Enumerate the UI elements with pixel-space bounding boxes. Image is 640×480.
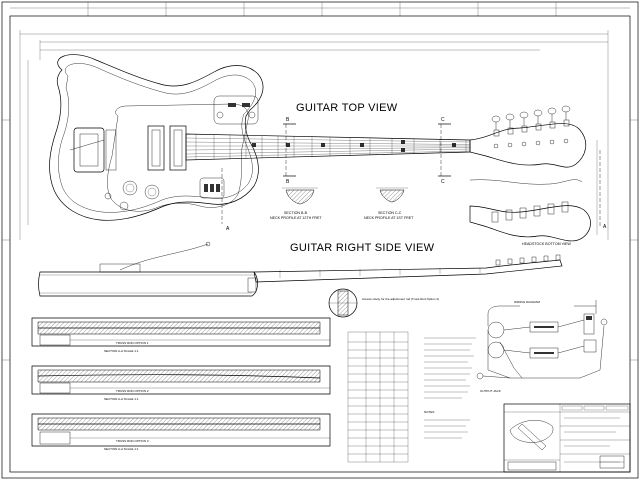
notes-label: NOTES bbox=[424, 410, 434, 414]
bridge-pickup bbox=[147, 125, 165, 171]
section-c-title: SECTION C-C bbox=[378, 211, 402, 215]
truss-option-3-label: TRUSS ROD OPTION 3 bbox=[116, 439, 149, 443]
wiring-title: WIRING DIAGRAM bbox=[514, 300, 541, 304]
marker-a-right: A bbox=[603, 224, 607, 230]
lower-switch-plate bbox=[199, 177, 225, 199]
access-cavity-detail: Access cavity for the adjustment rod (Tr… bbox=[328, 288, 439, 318]
wiring-diagram: WIRING DIAGRAM OUTPUT JACK bbox=[476, 300, 608, 393]
top-view-title: GUITAR TOP VIEW bbox=[296, 102, 398, 114]
section-b-subtitle: NECK PROFILE AT 12TH FRET bbox=[270, 216, 322, 220]
wiring-pot-2 bbox=[487, 341, 505, 359]
section-a-label-3: SECTION A-A SCALE 1:1 bbox=[104, 447, 139, 451]
wiring-switch bbox=[583, 313, 595, 335]
guitar-side-view bbox=[38, 241, 563, 297]
output-jack-label: OUTPUT JACK bbox=[480, 389, 501, 393]
marker-c-top: C bbox=[441, 117, 445, 123]
truss-rod-sections: TRUSS ROD OPTION 1 SECTION A-A SCALE 1:1… bbox=[31, 317, 331, 451]
wiring-output-jack bbox=[476, 372, 484, 380]
headstock-bottom-view bbox=[469, 179, 591, 242]
truss-option-1-label: TRUSS ROD OPTION 1 bbox=[116, 341, 149, 345]
neck-top-view bbox=[185, 133, 471, 161]
wiring-pot-1 bbox=[487, 321, 505, 339]
marker-c-bottom: C bbox=[441, 179, 445, 185]
section-b-title: SECTION B-B bbox=[284, 211, 308, 215]
truss-rod-option-2: TRUSS ROD OPTION 2 bbox=[31, 365, 331, 395]
bridge bbox=[105, 129, 117, 171]
rhythm-switch-2 bbox=[242, 103, 250, 107]
section-c-subtitle: NECK PROFILE AT 1ST FRET bbox=[364, 216, 414, 220]
top-dimension-lines bbox=[19, 30, 609, 240]
notes-column bbox=[424, 337, 476, 439]
access-cavity-note: Access cavity for the adjustment rod (Tr… bbox=[362, 297, 439, 301]
side-view-title: GUITAR RIGHT SIDE VIEW bbox=[290, 242, 435, 254]
output-jack-top bbox=[119, 201, 129, 211]
rhythm-switch bbox=[228, 103, 236, 107]
section-a-label-1: SECTION A-A SCALE 1:1 bbox=[104, 349, 139, 353]
guitar-body-top-view bbox=[49, 54, 264, 221]
section-b-profile: SECTION B-B NECK PROFILE AT 12TH FRET bbox=[270, 187, 322, 220]
section-markers: B B C C A A bbox=[221, 117, 607, 232]
section-a-label-2: SECTION A-A SCALE 1:1 bbox=[104, 397, 139, 401]
marker-b-bottom: B bbox=[286, 179, 290, 185]
headstock-bottom-label: HEADSTOCK BOTTOM VIEW bbox=[522, 242, 571, 246]
volume-knob bbox=[122, 180, 138, 196]
fret-position-table bbox=[347, 331, 409, 463]
truss-rod-option-1: TRUSS ROD OPTION 1 bbox=[31, 317, 331, 347]
tremolo-plate bbox=[73, 127, 105, 173]
marker-b-top: B bbox=[286, 117, 290, 123]
upper-control-plate bbox=[213, 95, 259, 125]
pickguard bbox=[107, 103, 249, 212]
section-c-profile: SECTION C-C NECK PROFILE AT 1ST FRET bbox=[364, 187, 414, 220]
neck-pickup bbox=[169, 125, 187, 171]
headstock-top-view bbox=[469, 105, 587, 168]
tone-knob bbox=[144, 184, 160, 200]
truss-option-2-label: TRUSS ROD OPTION 2 bbox=[116, 389, 149, 393]
marker-a-left: A bbox=[226, 226, 230, 232]
title-block bbox=[503, 403, 631, 473]
truss-rod-option-3: TRUSS ROD OPTION 3 bbox=[31, 413, 331, 447]
